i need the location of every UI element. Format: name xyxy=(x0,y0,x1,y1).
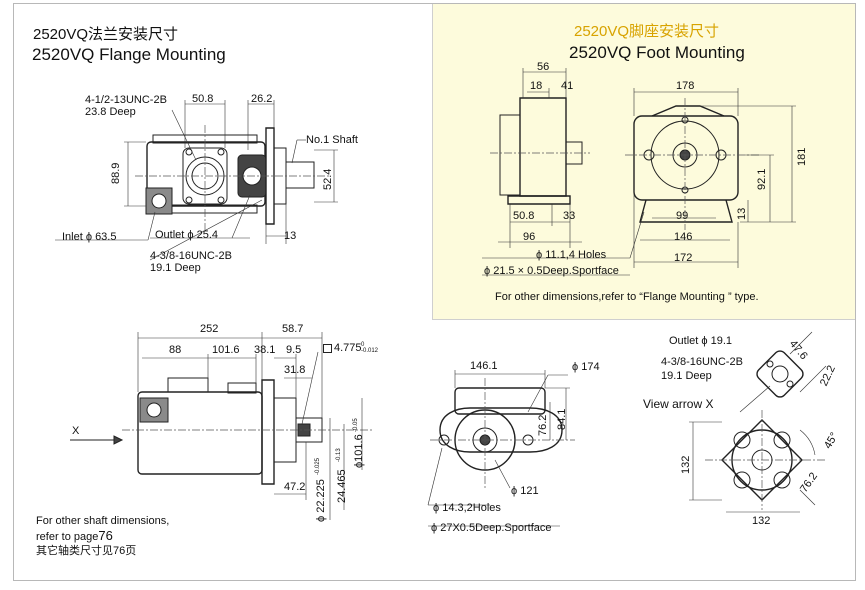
front-dim-121: ϕ 121 xyxy=(511,485,539,497)
foot-dim-172: 172 xyxy=(674,252,693,264)
foot-dim-56: 56 xyxy=(537,61,550,73)
foot-holes-label: ϕ 11.1,4 Holes xyxy=(536,249,607,261)
view-arrow-x-label: View arrow X xyxy=(643,397,714,411)
flange-dim-88-9: 88.9 xyxy=(110,162,122,184)
foot-dim-92-1: 92.1 xyxy=(756,168,768,190)
foot-dim-41: 41 xyxy=(561,80,574,92)
front-dim-174: ϕ 174 xyxy=(572,361,600,373)
arrow-view-drawing xyxy=(689,332,826,512)
key-square-icon xyxy=(323,344,332,353)
side-note-2-page: 76 xyxy=(98,528,113,543)
flange-dim-50-8: 50.8 xyxy=(192,93,214,105)
view-dim-132-vertical: 132 xyxy=(680,455,692,474)
flange-inlet-label: Inlet ϕ 63.5 xyxy=(62,231,117,243)
view-outlet-label: Outlet ϕ 19.1 xyxy=(669,335,733,347)
side-note-3: 其它轴类尺寸见76页 xyxy=(36,545,137,557)
side-key-tol: 0 -0.012 xyxy=(361,342,379,354)
flange-thread-bottom: 4-3/8-16UNC-2B xyxy=(150,250,232,262)
flange-shaft-label: No.1 Shaft xyxy=(306,134,358,146)
foot-note: For other dimensions,refer to “Flange Mo… xyxy=(495,291,759,303)
view-thread-label: 4-3/8-16UNC-2B xyxy=(661,356,743,368)
side-dim-22-225: ϕ 22.225 xyxy=(315,479,327,522)
front-sportface-label: ϕ 27X0.5Deep.Sportface xyxy=(431,522,552,534)
foot-mounting-panel xyxy=(432,4,855,320)
side-dim-58-7: 58.7 xyxy=(282,323,304,335)
side-note-2-pre: refer to page xyxy=(36,531,99,543)
side-view-drawing xyxy=(70,332,372,520)
flange-dim-26-2: 26.2 xyxy=(251,93,273,105)
front-view-drawing xyxy=(428,370,575,526)
foot-dim-181: 181 xyxy=(796,147,808,166)
side-note-2: refer to page76 xyxy=(36,528,113,543)
flange-thread-top-depth: 23.8 Deep xyxy=(85,106,136,118)
side-dim-24-tol: -0.13 xyxy=(336,448,342,462)
side-dim-22-tol: -0.025 xyxy=(315,457,321,475)
flange-outlet-label: Outlet ϕ 25.4 xyxy=(155,229,219,241)
foot-sportface-label: ϕ 21.5 × 0.5Deep.Sportface xyxy=(484,265,619,277)
flange-dim-52-4: 52.4 xyxy=(322,168,334,190)
flange-title-cn: 2520VQ法兰安装尺寸 xyxy=(33,26,179,43)
side-dim-31-8: 31.8 xyxy=(284,364,306,376)
front-holes-label: ϕ 14.3,2Holes xyxy=(433,502,501,514)
foot-title-cn: 2520VQ脚座安装尺寸 xyxy=(574,23,720,40)
flange-thread-top: 4-1/2-13UNC-2B xyxy=(85,94,167,106)
foot-title-en: 2520VQ Foot Mounting xyxy=(569,43,745,62)
side-key-dim: 4.775 xyxy=(334,342,362,354)
foot-dim-18: 18 xyxy=(530,80,543,92)
foot-dim-50-8: 50.8 xyxy=(513,210,535,222)
side-dim-47-2: 47.2 xyxy=(284,481,306,493)
side-dim-9-5: 9.5 xyxy=(286,344,302,356)
foot-dim-96: 96 xyxy=(523,231,536,243)
side-dim-101-6: 101.6 xyxy=(212,344,240,356)
flange-thread-bottom-depth: 19.1 Deep xyxy=(150,262,201,274)
flange-dim-13: 13 xyxy=(284,230,297,242)
side-x-arrow-label: X xyxy=(72,425,80,437)
flange-mounting-drawing xyxy=(55,100,338,260)
view-depth-label: 19.1 Deep xyxy=(661,370,712,382)
foot-dim-99: 99 xyxy=(676,210,689,222)
foot-dim-13: 13 xyxy=(736,207,748,220)
side-dim-88: 88 xyxy=(169,344,182,356)
foot-dim-33: 33 xyxy=(563,210,576,222)
side-dim-101-tol: -0.05 xyxy=(353,418,359,432)
side-dim-252: 252 xyxy=(200,323,219,335)
side-dim-24-465: 24.465 xyxy=(336,469,348,503)
foot-mounting-drawing xyxy=(482,68,796,275)
front-dim-84-1: 84.1 xyxy=(556,408,568,430)
front-dim-76-2: 76.2 xyxy=(537,414,549,436)
view-dim-132-horizontal: 132 xyxy=(752,515,771,527)
side-note-1: For other shaft dimensions, xyxy=(36,515,170,527)
side-dim-38-1: 38.1 xyxy=(254,344,276,356)
foot-dim-178: 178 xyxy=(676,80,695,92)
side-dim-101-6-dia: ϕ101.6 xyxy=(353,434,365,468)
foot-dim-146: 146 xyxy=(674,231,693,243)
front-dim-146-1: 146.1 xyxy=(470,360,498,372)
flange-title-en: 2520VQ Flange Mounting xyxy=(32,45,226,64)
